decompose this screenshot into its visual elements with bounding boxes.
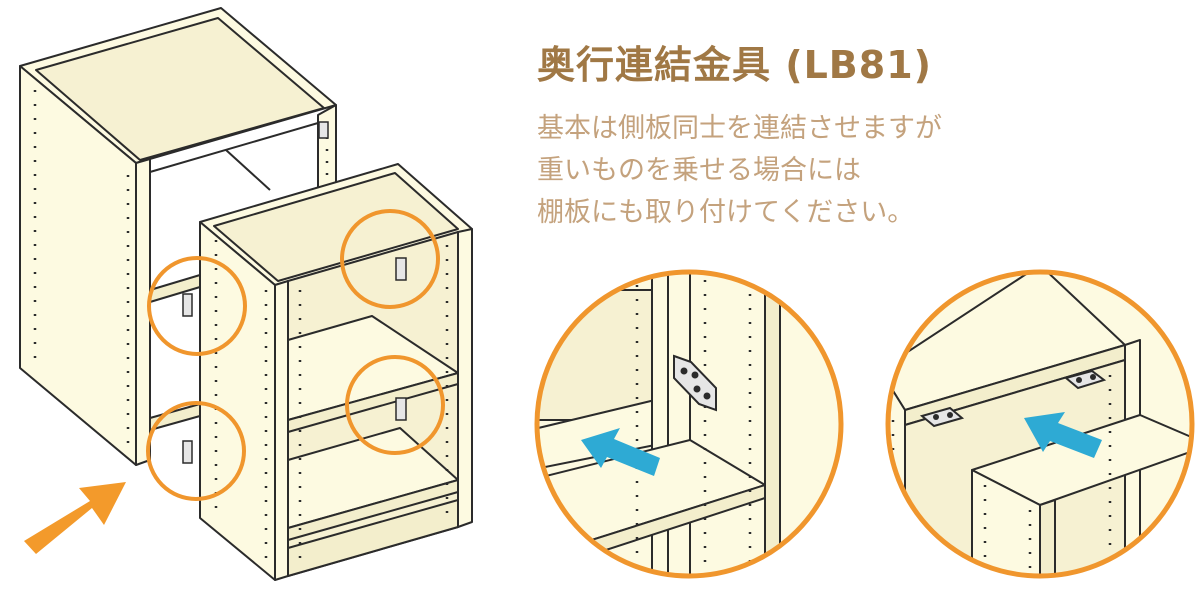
front-cabinet-base xyxy=(287,499,459,577)
connector-bracket-icon xyxy=(182,440,193,464)
connector-bracket-icon xyxy=(182,293,193,317)
front-cabinet-lower-shelf-edge xyxy=(287,479,459,541)
slide-arrow-icon xyxy=(581,428,660,476)
back-cabinet-inner-depth xyxy=(225,149,271,191)
back-cabinet-back-panel-line xyxy=(149,122,319,173)
highlight-circle-top-left xyxy=(147,256,247,356)
detail-left-side-panel-edge xyxy=(764,272,781,576)
front-cabinet xyxy=(199,163,473,581)
push-arrow-icon xyxy=(24,482,126,554)
front-cabinet-upper-shelf-edge xyxy=(287,372,459,433)
description: 基本は側板同士を連結させますが 重いものを乗せる場合には 棚板にも取り付けてくだ… xyxy=(537,108,942,234)
back-cabinet-brackets xyxy=(182,121,329,464)
page-title: 奥行連結金具 (LB81) xyxy=(537,43,933,87)
slide-arrow-icon xyxy=(1024,412,1102,458)
highlight-circles xyxy=(146,209,445,501)
connector-bracket-icon xyxy=(395,257,407,281)
description-line: 基本は側板同士を連結させますが xyxy=(537,113,942,144)
front-cabinet-top-inner xyxy=(213,172,459,282)
front-cabinet-right-panel xyxy=(457,228,473,528)
connector-bracket-icon xyxy=(318,121,329,139)
detail-left-side-panel-a xyxy=(651,272,669,576)
detail-right-front-unit-edge xyxy=(1039,499,1056,576)
highlight-circle-bottom-left xyxy=(146,401,246,501)
detail-right-circle xyxy=(885,269,1195,579)
detail-right-front-unit-side xyxy=(971,469,1041,576)
back-cabinet-top-inner xyxy=(35,17,325,161)
back-cabinet xyxy=(19,7,337,466)
highlight-circle-bottom-right xyxy=(345,355,445,455)
front-cabinet-front-edge xyxy=(274,280,289,581)
connector-bracket-icon xyxy=(395,397,407,421)
detail-view-top-panel xyxy=(885,269,1195,579)
description-line: 棚板にも取り付けてください。 xyxy=(537,197,915,228)
description-line: 重いものを乗せる場合には xyxy=(537,155,861,186)
front-cabinet-brackets xyxy=(395,257,407,421)
connector-bracket-icon xyxy=(919,406,965,428)
detail-left-side-panel-b xyxy=(689,272,766,576)
detail-left-circle xyxy=(534,269,844,579)
detail-view-side-panel xyxy=(534,269,844,579)
front-cabinet-left-panel xyxy=(199,221,276,581)
highlight-circle-top-right xyxy=(340,209,440,309)
